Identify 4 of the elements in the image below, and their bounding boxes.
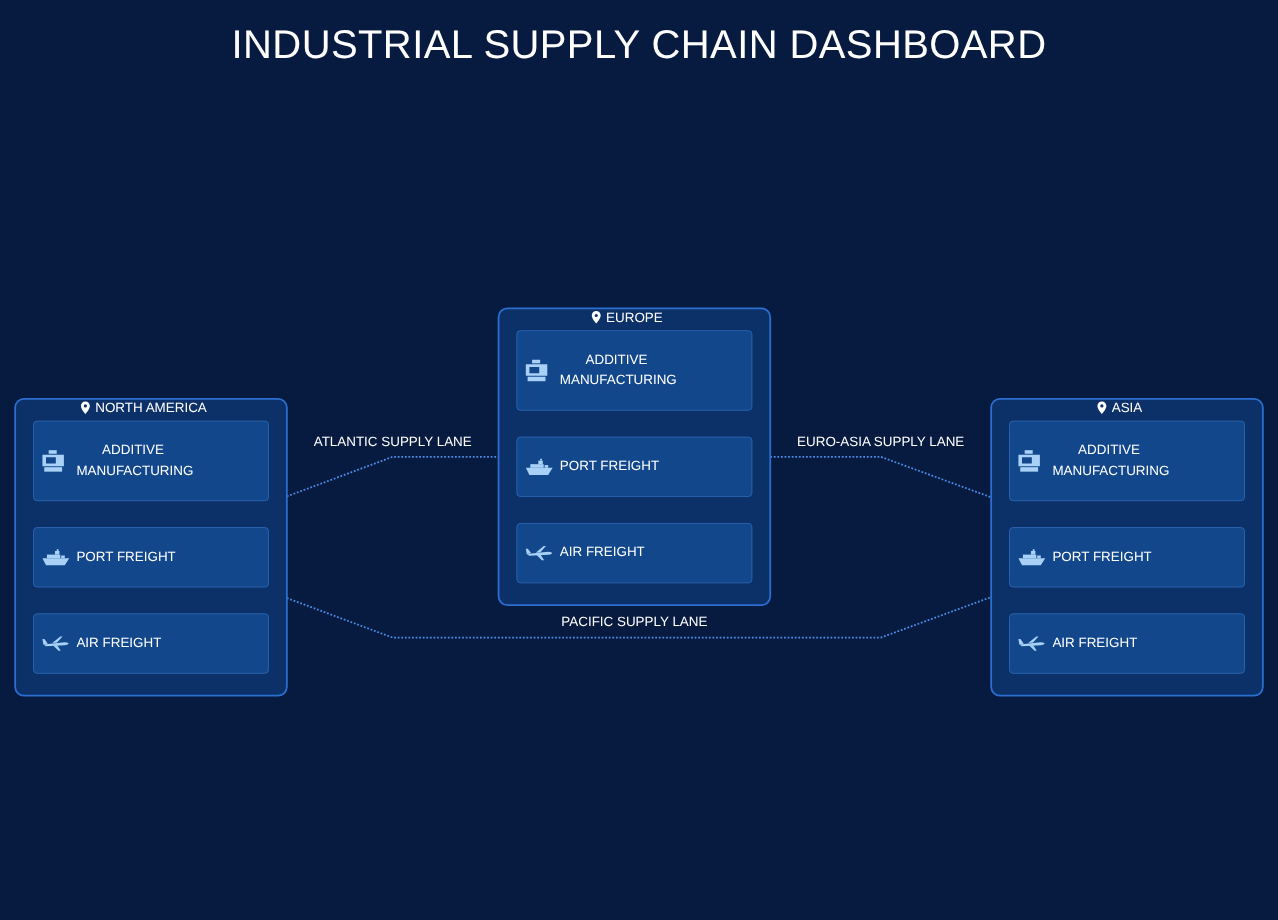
connector — [285, 455, 500, 498]
connector — [769, 455, 993, 499]
dashboard-title: INDUSTRIAL SUPPLY CHAIN DASHBOARD — [231, 24, 1047, 70]
connector — [285, 596, 993, 639]
